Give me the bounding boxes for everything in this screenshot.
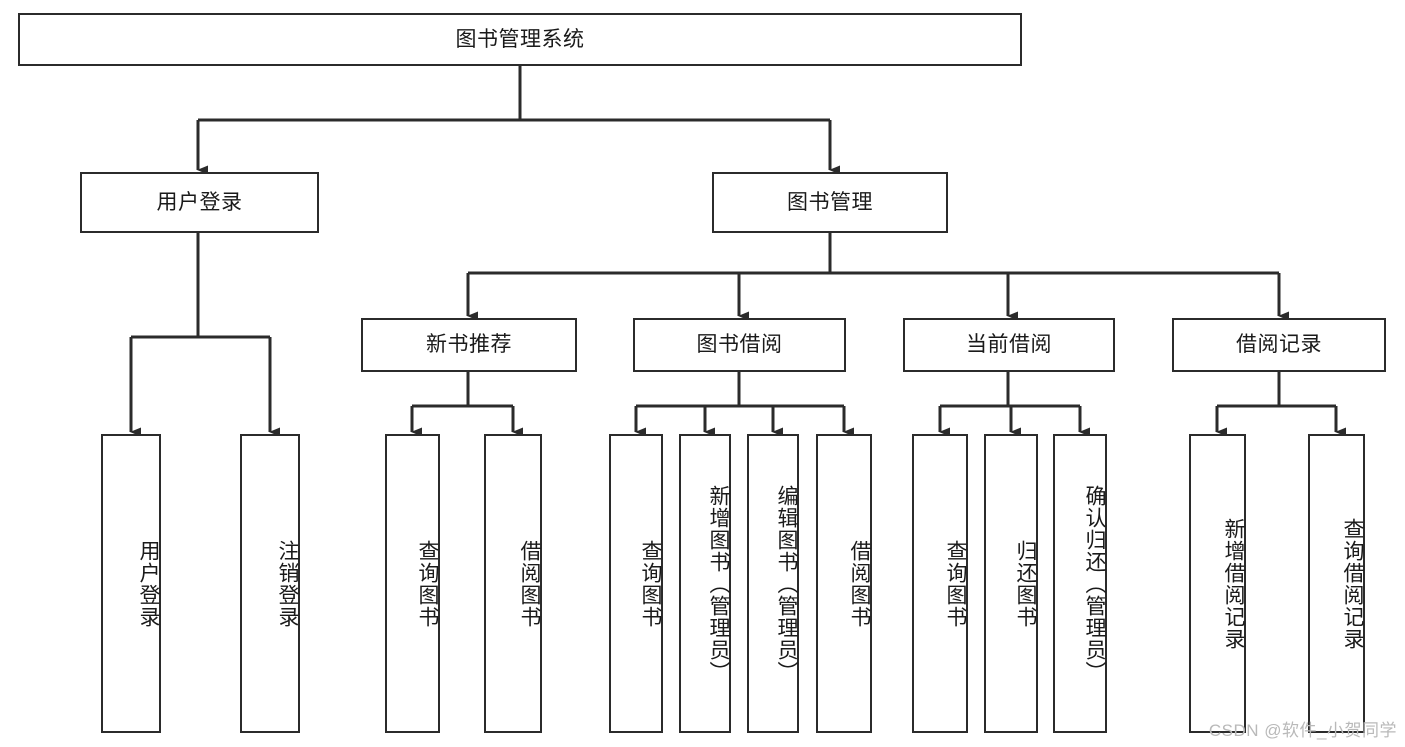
node-label: 用户登录	[137, 539, 160, 628]
node-label: 图书管理系统	[455, 27, 585, 51]
leaf-node-6: 编辑图书（管理员）	[747, 434, 799, 733]
leaf-node-11: 新增借阅记录	[1189, 434, 1246, 733]
leaf-node-4: 查询图书	[609, 434, 663, 733]
node-label: 用户登录	[156, 190, 243, 214]
level2-node-1: 图书管理	[712, 172, 948, 233]
node-label: 图书管理	[787, 190, 873, 214]
node-label: 借阅图书	[848, 539, 871, 628]
level2-node-0: 用户登录	[80, 172, 319, 233]
csdn-watermark: CSDN @软件_小贺同学	[1208, 721, 1397, 740]
leaf-node-3: 借阅图书	[484, 434, 542, 733]
leaf-node-1: 注销登录	[240, 434, 300, 733]
node-label: 借阅记录	[1236, 333, 1322, 357]
leaf-node-7: 借阅图书	[816, 434, 872, 733]
node-label: 新增图书（管理员）	[707, 484, 730, 683]
leaf-node-8: 查询图书	[912, 434, 968, 733]
node-label: 查询图书	[416, 539, 439, 628]
leaf-node-12: 查询借阅记录	[1308, 434, 1365, 733]
leaf-node-9: 归还图书	[984, 434, 1038, 733]
leaf-node-10: 确认归还（管理员）	[1053, 434, 1107, 733]
node-label: 新书推荐	[426, 333, 512, 357]
node-label: 查询借阅记录	[1341, 517, 1364, 650]
node-label: 新增借阅记录	[1222, 517, 1245, 650]
node-label: 编辑图书（管理员）	[775, 484, 798, 683]
leaf-node-0: 用户登录	[101, 434, 161, 733]
node-label: 确认归还（管理员）	[1083, 484, 1106, 683]
level3-node-1: 图书借阅	[633, 318, 846, 372]
node-label: 借阅图书	[518, 539, 541, 628]
root-node-0: 图书管理系统	[18, 13, 1022, 66]
leaf-node-2: 查询图书	[385, 434, 440, 733]
leaf-node-5: 新增图书（管理员）	[679, 434, 731, 733]
level3-node-0: 新书推荐	[361, 318, 577, 372]
node-label: 注销登录	[276, 539, 299, 628]
level3-node-3: 借阅记录	[1172, 318, 1386, 372]
node-label: 查询图书	[639, 539, 662, 628]
node-label: 图书借阅	[696, 333, 783, 357]
level3-node-2: 当前借阅	[903, 318, 1115, 372]
node-label: 归还图书	[1014, 539, 1037, 628]
node-label: 当前借阅	[966, 333, 1052, 357]
node-label: 查询图书	[944, 539, 967, 628]
